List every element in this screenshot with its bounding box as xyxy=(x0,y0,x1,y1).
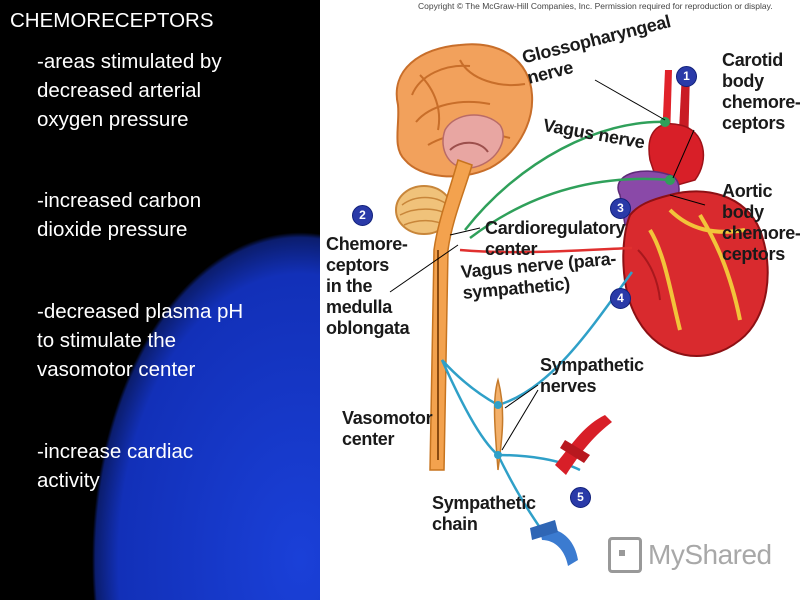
bullet-oxygen: -areas stimulated by decreased arterial … xyxy=(37,50,222,131)
label-sympathetic-chain: Sympathetic chain xyxy=(432,493,536,534)
blood-vessels xyxy=(530,415,612,566)
chemoreceptor-diagram: Copyright © The McGraw-Hill Companies, I… xyxy=(320,0,800,600)
label-carotid-body-chemoreceptors: Carotid body chemore- ceptors xyxy=(722,50,800,133)
nerve-pathways xyxy=(389,79,706,536)
slide-heading: CHEMORECEPTORS xyxy=(10,9,214,32)
presentation-icon xyxy=(608,537,642,573)
step-marker-3: 3 xyxy=(610,198,631,219)
step-marker-5: 5 xyxy=(570,487,591,508)
step-marker-2: 2 xyxy=(352,205,373,226)
heart-illustration xyxy=(617,70,769,357)
step-marker-4: 4 xyxy=(610,288,631,309)
label-sympathetic-nerves: Sympathetic nerves xyxy=(540,355,644,396)
bullet-carbon-dioxide: -increased carbon dioxide pressure xyxy=(37,189,202,241)
myshared-watermark: MyShared xyxy=(608,533,772,577)
bullet-plasma-ph: -decreased plasma pH to stimulate the va… xyxy=(37,300,244,381)
label-vasomotor-center: Vasomotor center xyxy=(342,408,433,449)
label-medulla-chemoreceptors: Chemore- ceptors in the medulla oblongat… xyxy=(326,234,410,338)
bullet-cardiac-activity: -increase cardiac activity xyxy=(37,440,194,492)
brain-illustration xyxy=(395,43,534,471)
watermark-suffix: Shared xyxy=(684,539,772,570)
step-marker-1: 1 xyxy=(676,66,697,87)
label-cardioregulatory-center: Cardioregulatory center xyxy=(485,218,626,259)
watermark-text: MyShared xyxy=(648,539,772,571)
label-aortic-body-chemoreceptors: Aortic body chemore- ceptors xyxy=(722,181,800,264)
watermark-prefix: My xyxy=(648,539,685,570)
copyright-notice: Copyright © The McGraw-Hill Companies, I… xyxy=(418,1,773,11)
slide-text-panel: CHEMORECEPTORS -areas stimulated by decr… xyxy=(0,0,320,600)
diagram-artwork xyxy=(389,43,769,566)
